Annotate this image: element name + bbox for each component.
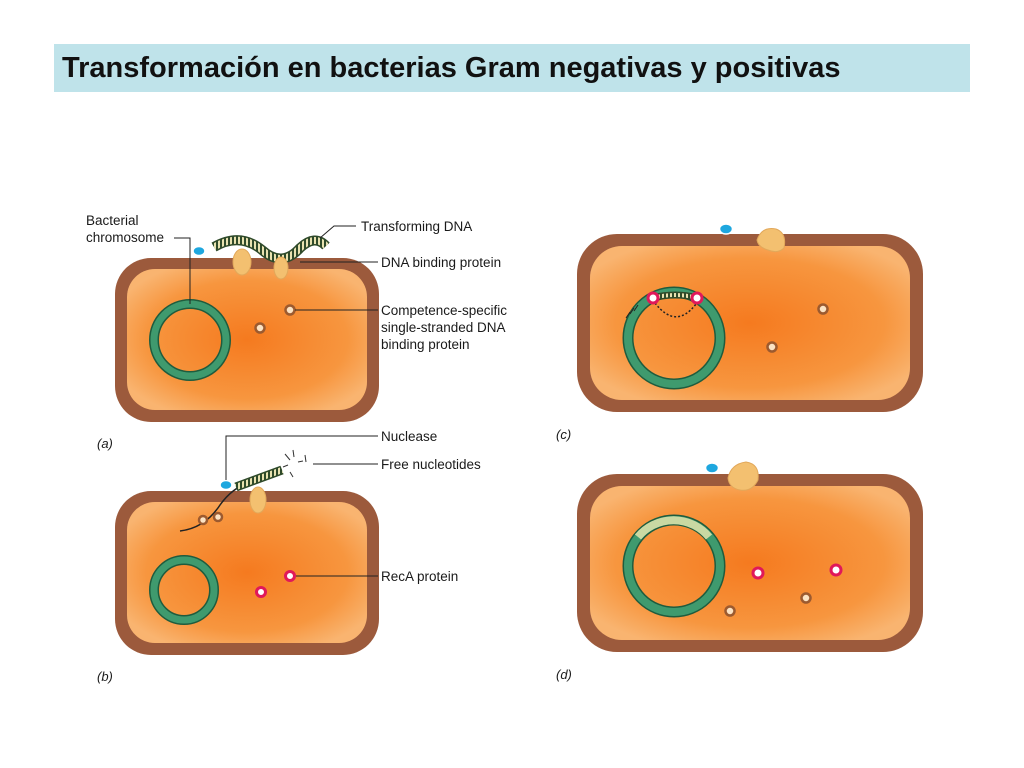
label-nuclease: Nuclease (381, 429, 437, 444)
panel-d: (d) (556, 461, 923, 682)
dna-binding-protein-icon (232, 248, 252, 276)
label-dna-binding-protein: DNA binding protein (381, 255, 501, 270)
competence-protein-icon (724, 605, 736, 617)
competence-protein-icon (817, 303, 829, 315)
competence-protein-icon (212, 511, 224, 523)
dna-binding-protein-icon (727, 461, 759, 491)
cell-c (577, 234, 923, 412)
panel-b: Nuclease Free nucleotides RecA protein (… (97, 429, 481, 684)
dna-binding-protein-icon (249, 486, 267, 514)
leader-line (225, 435, 378, 480)
dna-binding-protein-icon (756, 228, 786, 253)
leader-line (174, 237, 191, 304)
reca-protein-icon (829, 563, 843, 577)
title-bar: Transformación en bacterias Gram negativ… (54, 44, 970, 92)
label-competence-3: binding protein (381, 337, 470, 352)
panel-a: Bacterial chromosome Transforming DNA DN… (86, 213, 507, 451)
cytoplasm (590, 246, 910, 400)
nuclease-icon (718, 223, 734, 235)
nuclease-icon (704, 462, 720, 474)
hatch-marks (625, 304, 639, 319)
nuclease-icon (192, 245, 206, 257)
panel-c: (c) (556, 223, 923, 442)
label-bacterial-chromosome-2: chromosome (86, 230, 164, 245)
reca-protein-icon (751, 566, 765, 580)
chromosome-fill (150, 556, 218, 624)
panel-label-a: (a) (97, 436, 113, 451)
free-nucleotides-icon (282, 449, 307, 478)
reca-protein-icon (255, 586, 267, 598)
reca-protein-icon (284, 570, 296, 582)
competence-protein-icon (766, 341, 778, 353)
label-competence-2: single-stranded DNA (381, 320, 506, 335)
panel-label-d: (d) (556, 667, 572, 682)
label-competence-1: Competence-specific (381, 303, 507, 318)
nuclease-icon (219, 479, 233, 491)
slide-title: Transformación en bacterias Gram negativ… (62, 52, 841, 84)
displaced-strand (654, 302, 697, 318)
cytoplasm (127, 269, 367, 410)
leader-line (319, 225, 356, 239)
label-transforming-dna: Transforming DNA (361, 219, 472, 234)
competence-protein-icon (254, 322, 266, 334)
competence-protein-icon (800, 592, 812, 604)
cytoplasm (127, 502, 367, 643)
competence-protein-icon (197, 514, 209, 526)
integrated-dna-segment (634, 516, 713, 540)
panel-label-c: (c) (556, 427, 571, 442)
transforming-dna-stripes (234, 467, 284, 490)
label-free-nucleotides: Free nucleotides (381, 457, 481, 472)
transforming-dna-stripes (212, 236, 329, 262)
competence-protein-icon (284, 304, 296, 316)
label-reca-protein: RecA protein (381, 569, 458, 584)
reca-protein-icon (646, 291, 660, 305)
cell-b (115, 491, 379, 655)
reca-protein-icon (690, 291, 704, 305)
label-bacterial-chromosome-1: Bacterial (86, 213, 139, 228)
cytoplasm (590, 486, 910, 640)
panel-label-b: (b) (97, 669, 113, 684)
dna-binding-protein-icon (273, 256, 289, 280)
